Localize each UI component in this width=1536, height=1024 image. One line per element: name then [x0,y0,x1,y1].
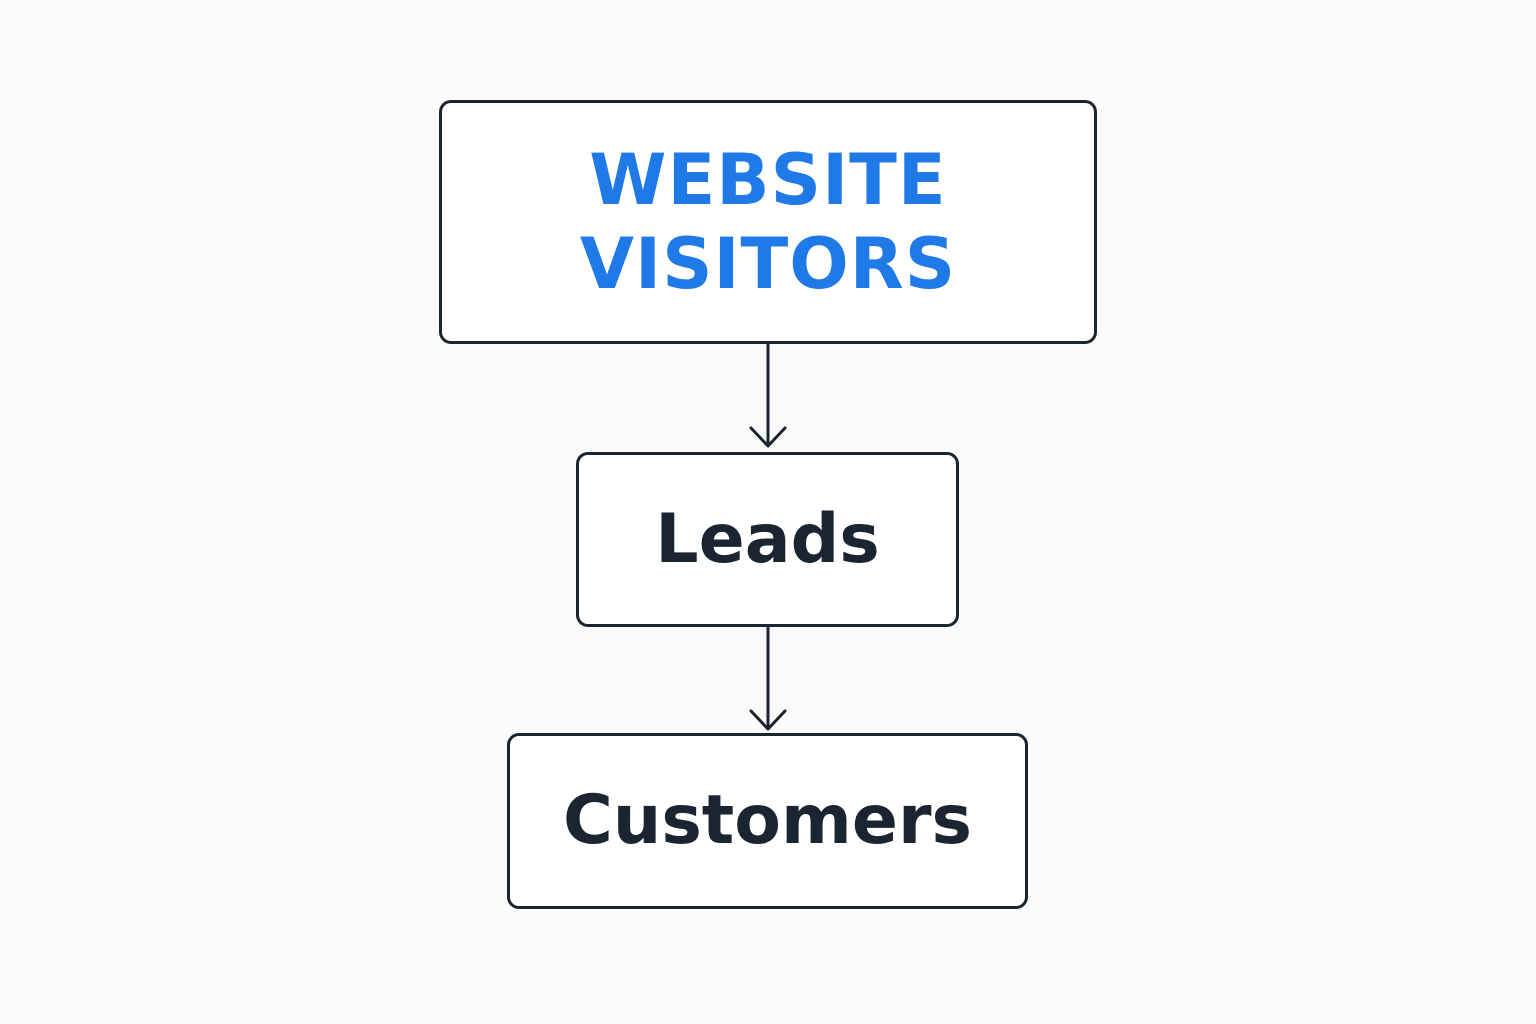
node-leads: Leads [576,452,959,627]
arrowhead-down-icon [749,709,787,731]
node-label-line-2: VISITORS [579,223,957,305]
node-label: Customers [563,781,972,860]
edge-leads-to-customers [749,627,787,731]
arrowhead-down-icon [749,426,787,448]
node-label: Leads [655,499,880,579]
node-website-visitors: WEBSITE VISITORS [439,100,1097,344]
edge-visitors-to-leads [749,344,787,448]
node-customers: Customers [507,733,1028,909]
node-label-line-1: WEBSITE [589,139,947,221]
